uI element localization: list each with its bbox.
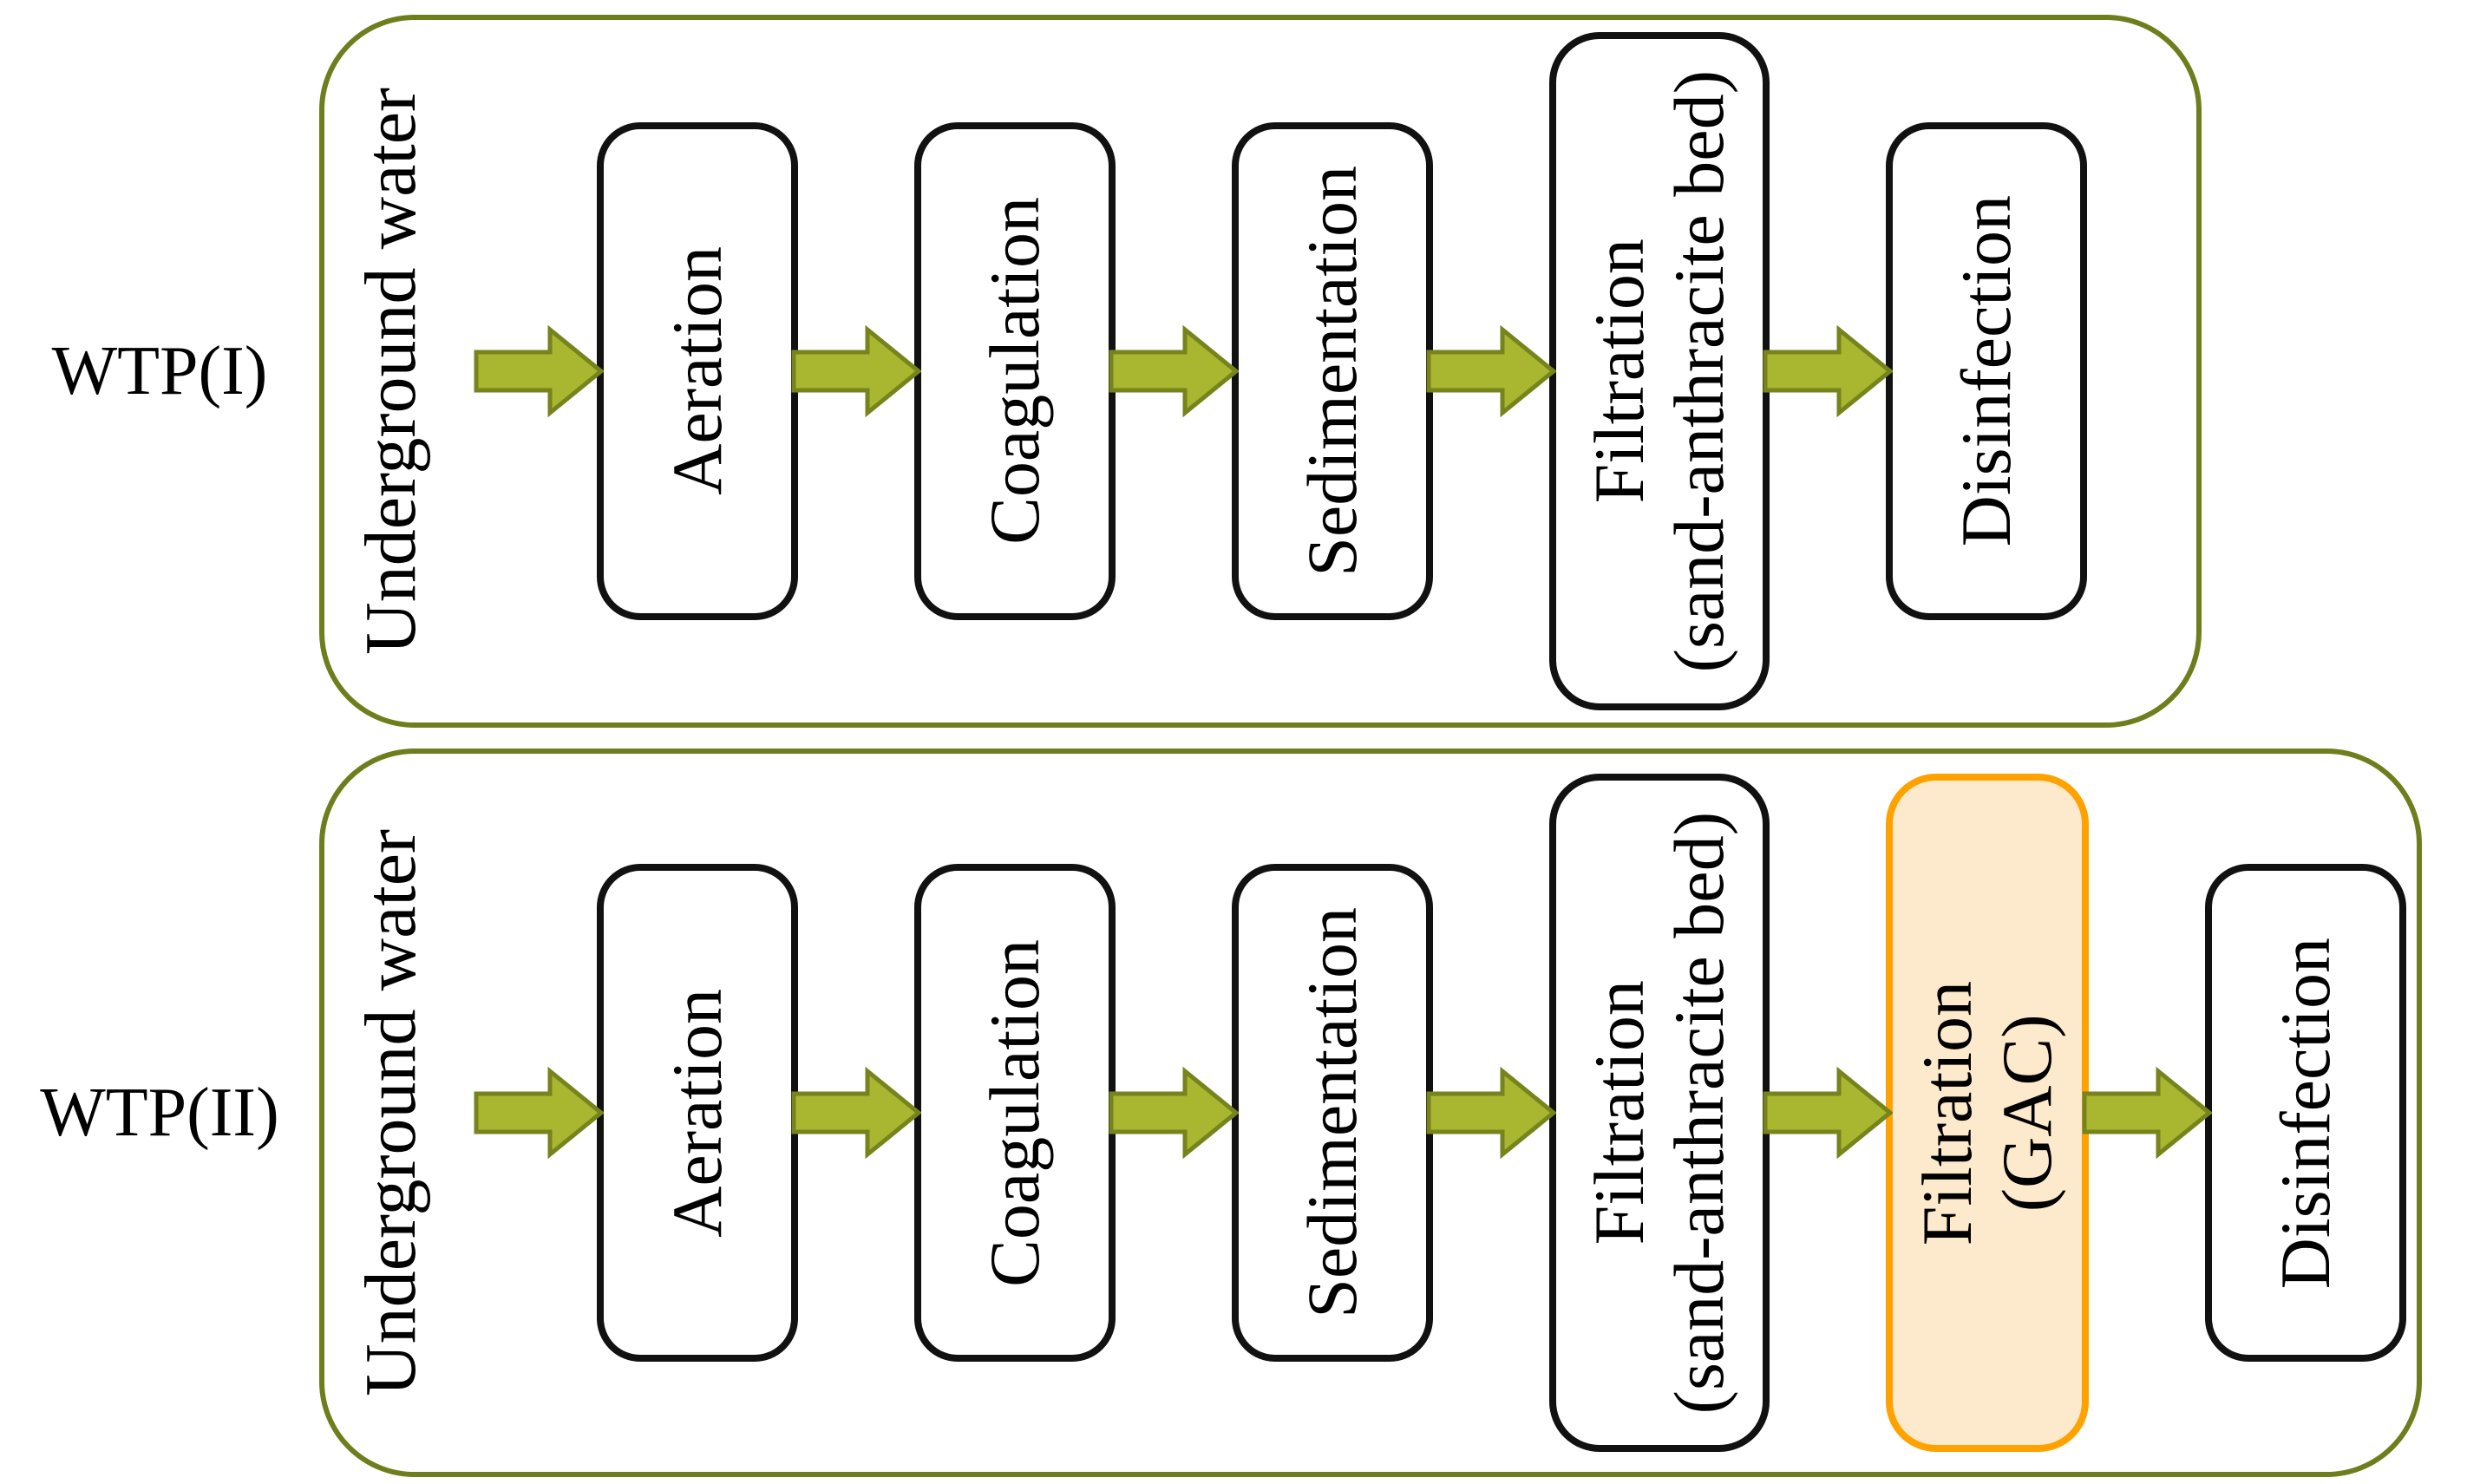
wtp2-stage-filtration-gac: Filtration (GAC)	[1886, 774, 2089, 1453]
stage-label-line1: Filtration	[1580, 239, 1659, 504]
wtp1-source-label: Underground water	[350, 87, 431, 655]
stage-label-line1: Filtration	[1907, 980, 1987, 1245]
stage-label: Sedimentation	[1292, 165, 1372, 577]
wtp1-stage-coagulation: Coagulation	[914, 121, 1116, 620]
stage-label: Disinfection	[1947, 195, 2026, 547]
wtp2-label: WTP(II)	[40, 1075, 279, 1152]
wtp1-stage-filtration-sand-anthracite: Filtration (sand-anthracite bed)	[1549, 31, 1770, 710]
wtp2-stage-disinfection: Disinfection	[2205, 864, 2406, 1363]
flow-arrow-icon	[1763, 324, 1893, 418]
flow-arrow-icon	[1109, 324, 1239, 418]
wtp2-stage-coagulation: Coagulation	[914, 864, 1116, 1363]
flow-arrow-icon	[791, 324, 921, 418]
stage-label: Disinfection	[2266, 937, 2346, 1289]
wtp1-row: WTP(I) Underground water Aeration Coagul…	[51, 14, 2202, 728]
wtp1-plant-boundary: Underground water Aeration Coagulation S…	[319, 14, 2202, 728]
wtp2-stage-sedimentation: Sedimentation	[1232, 864, 1433, 1363]
wtp2-stage-aeration: Aeration	[597, 864, 798, 1363]
stage-label-line2: (sand-anthracite bed)	[1659, 69, 1738, 672]
flow-arrow-icon	[1763, 1066, 1893, 1160]
stage-label: Sedimentation	[1292, 907, 1372, 1319]
flow-arrow-icon	[2082, 1066, 2212, 1160]
stage-label: Filtration (sand-anthracite bed)	[1580, 70, 1739, 672]
wtp1-stage-aeration: Aeration	[597, 121, 798, 620]
stage-label: Aeration	[658, 246, 737, 496]
wtp2-stage-filtration-sand-anthracite: Filtration (sand-anthracite bed)	[1549, 774, 1770, 1453]
stage-label-line1: Filtration	[1580, 980, 1659, 1245]
stage-label: Coagulation	[975, 938, 1055, 1287]
wtp2-source-label: Underground water	[350, 829, 431, 1397]
flow-arrow-icon	[1426, 324, 1556, 418]
stage-label-line2: (sand-anthracite bed)	[1659, 812, 1738, 1415]
flow-arrow-icon	[791, 1066, 921, 1160]
wtp2-plant-boundary: Underground water Aeration Coagulation S…	[319, 749, 2422, 1478]
stage-label: Coagulation	[975, 197, 1055, 546]
flow-arrow-icon	[474, 1066, 604, 1160]
flow-arrow-icon	[1109, 1066, 1239, 1160]
flow-arrow-icon	[474, 324, 604, 418]
wtp2-row: WTP(II) Underground water Aeration Coagu…	[0, 742, 2480, 1484]
wtp1-label: WTP(I)	[51, 332, 268, 409]
stage-label: Filtration (sand-anthracite bed)	[1580, 812, 1739, 1414]
wtp1-stage-disinfection: Disinfection	[1886, 121, 2087, 620]
stage-label: Aeration	[658, 988, 737, 1238]
stage-label: Filtration (GAC)	[1907, 981, 2067, 1245]
flow-arrow-icon	[1426, 1066, 1556, 1160]
wtp1-stage-sedimentation: Sedimentation	[1232, 121, 1433, 620]
stage-label-line2: (GAC)	[1987, 1014, 2066, 1213]
